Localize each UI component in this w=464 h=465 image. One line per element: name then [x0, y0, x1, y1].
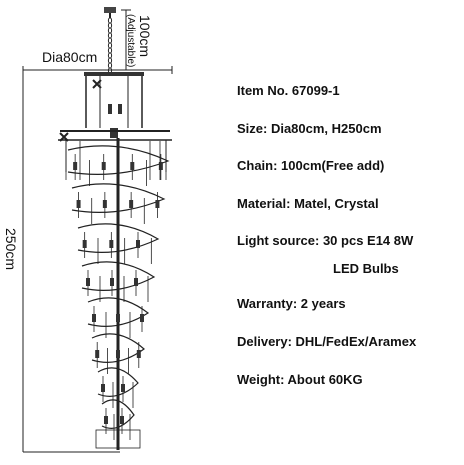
chain-link [107, 22, 113, 29]
chain-link [107, 27, 113, 34]
bulb [76, 200, 81, 208]
bulb [82, 240, 87, 248]
bulb [104, 416, 108, 424]
spiral-tier [67, 145, 170, 175]
bulb [86, 278, 90, 286]
height-label: 250cm [3, 228, 19, 270]
bulb [134, 278, 138, 286]
spec-material: Material: Matel, Crystal [237, 196, 379, 211]
chain-link [107, 52, 113, 59]
chain-link [107, 42, 113, 49]
bulb [155, 200, 160, 208]
spec-item-number: Item No. 67099-1 [237, 83, 340, 98]
chain-link [107, 57, 113, 64]
bulb [109, 240, 114, 248]
chain-link [107, 17, 113, 24]
bulb [121, 384, 125, 392]
spiral-tier [101, 399, 135, 429]
chain-link [107, 62, 113, 69]
bulb [158, 162, 163, 170]
spec-delivery: Delivery: DHL/FedEx/Aramex [237, 334, 417, 349]
bulb [101, 384, 105, 392]
bulb [116, 314, 120, 322]
crystal-pendants [65, 141, 167, 440]
bulb [101, 162, 106, 170]
spec-weight: Weight: About 60KG [237, 372, 363, 387]
spec-size: Size: Dia80cm, H250cm [237, 121, 382, 136]
bulb [129, 200, 134, 208]
spec-light-source: Light source: 30 pcs E14 8W [237, 233, 414, 248]
chain [107, 17, 113, 74]
chain-length-label: 100cm [137, 15, 153, 57]
bulb [73, 162, 78, 170]
spiral-tier [71, 183, 166, 213]
diameter-label: Dia80cm [42, 49, 97, 65]
bulb [95, 350, 100, 358]
spiral-tier [77, 223, 160, 253]
spec-chain: Chain: 100cm(Free add) [237, 158, 385, 173]
bulb [136, 240, 140, 248]
spiral-tier [97, 367, 139, 397]
bulb [140, 314, 144, 322]
bulb [116, 350, 120, 358]
bulb [92, 314, 96, 322]
chain-link [107, 37, 113, 44]
ceiling-mount [104, 7, 116, 18]
spec-light-source-cont: LED Bulbs [333, 261, 399, 276]
bulb [130, 162, 135, 170]
bulb [110, 278, 114, 286]
bulb [136, 350, 141, 358]
chain-link [107, 32, 113, 39]
bottom-drops [95, 429, 141, 449]
chain-dimension: 100cm (Adjustable) [121, 9, 153, 71]
chain-adjustable-label: (Adjustable) [125, 14, 136, 67]
bulb [120, 416, 124, 424]
height-dimension: 250cm [3, 70, 120, 453]
bulb [102, 200, 107, 208]
chain-link [107, 47, 113, 54]
spiral-tier [81, 261, 156, 291]
spec-warranty: Warranty: 2 years [237, 296, 346, 311]
spiral-frame [67, 145, 170, 449]
spiral-tier [91, 333, 145, 363]
